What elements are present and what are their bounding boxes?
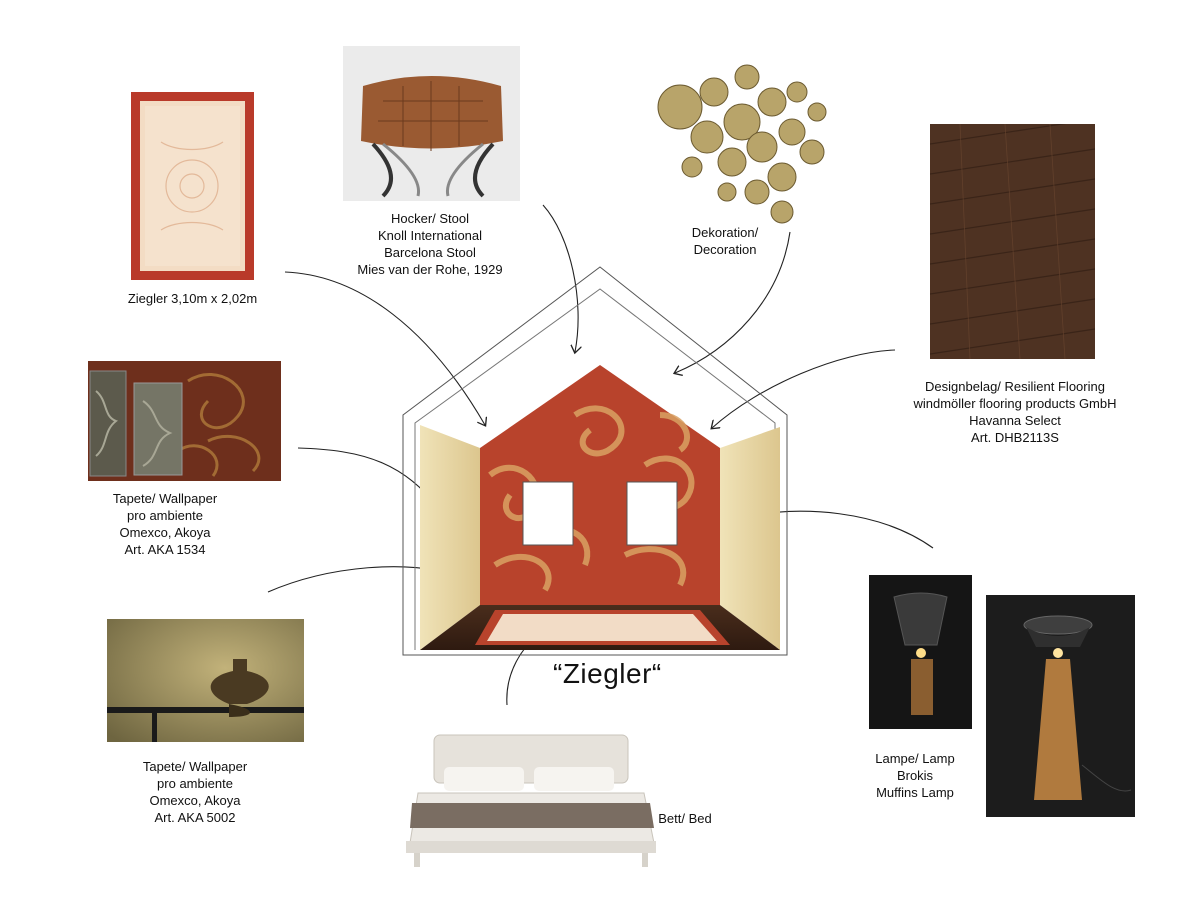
wallpaper-1534-caption: Tapete/ Wallpaper pro ambiente Omexco, A… bbox=[112, 491, 218, 557]
rug-image bbox=[131, 92, 254, 280]
stool-caption: Hocker/ Stool Knoll International Barcel… bbox=[357, 211, 503, 277]
room-illustration bbox=[402, 266, 788, 656]
lamp-small-image bbox=[869, 575, 972, 729]
flooring-caption: Designbelag/ Resilient Flooring windmöll… bbox=[913, 379, 1117, 445]
flooring-image bbox=[930, 124, 1095, 359]
lamp-caption: Lampe/ Lamp Brokis Muffins Lamp bbox=[875, 751, 955, 800]
rug-caption: Ziegler 3,10m x 2,02m bbox=[127, 291, 258, 306]
lamp-large-image bbox=[986, 595, 1135, 817]
wallpaper-5002-caption: Tapete/ Wallpaper pro ambiente Omexco, A… bbox=[142, 759, 248, 825]
stool-image bbox=[343, 46, 520, 201]
bed-caption: Bett/ Bed bbox=[658, 811, 712, 826]
decoration-caption: Dekoration/ Decoration bbox=[691, 225, 759, 257]
wallpaper-5002-image bbox=[107, 619, 304, 742]
decoration-image bbox=[657, 64, 827, 224]
bed-image bbox=[406, 734, 656, 867]
wallpaper-1534-image bbox=[88, 361, 281, 481]
room-title: “Ziegler“ bbox=[553, 658, 662, 689]
